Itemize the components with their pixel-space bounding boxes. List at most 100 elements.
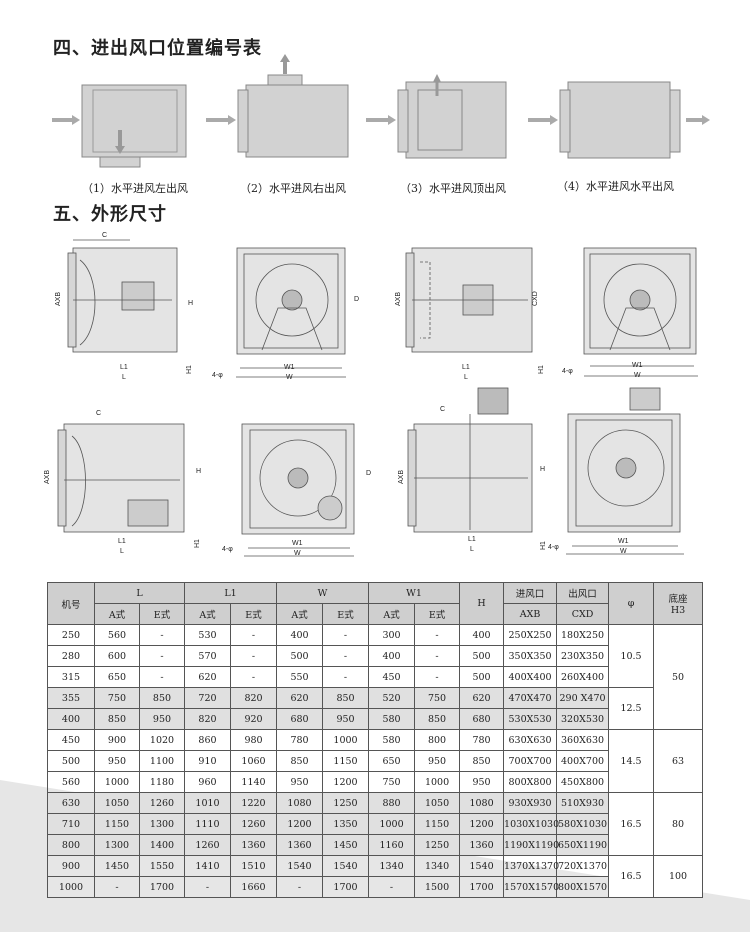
table-cell: 580X1030	[556, 813, 610, 835]
front-view-4	[566, 387, 684, 555]
table-cell: 1200	[459, 813, 505, 835]
dim-w1-3: W1	[292, 540, 303, 547]
table-cell: 850	[322, 687, 370, 709]
table-cell: 1190X1190	[503, 834, 559, 856]
table-cell: 1250	[322, 792, 370, 814]
table-cell: -	[94, 876, 140, 898]
dim-l1-4: L1	[468, 536, 476, 543]
side-view-a2	[57, 423, 185, 533]
table-cell: 1500	[414, 876, 461, 898]
dim-h1-4: H1	[540, 541, 547, 550]
table-cell: 1700	[459, 876, 505, 898]
th-l-e: E式	[139, 603, 185, 625]
table-cell: 500	[459, 666, 505, 688]
table-cell: 180X250	[556, 624, 610, 646]
th-base-h3: H3	[670, 605, 686, 616]
table-cell: -	[414, 645, 461, 667]
table-cell: 315	[47, 666, 95, 688]
table-cell: 1180	[139, 771, 185, 793]
table-cell: 1700	[322, 876, 370, 898]
table-cell: 1140	[229, 771, 278, 793]
table-cell: 1050	[94, 792, 140, 814]
table-cell: 1260	[139, 792, 185, 814]
table-cell: 800	[414, 729, 461, 751]
dim-phi-1: 4-φ	[212, 372, 223, 379]
table-cell: 1100	[139, 750, 185, 772]
arrangement-3-caption: （3）水平进风顶出风	[400, 182, 506, 195]
table-cell: 950	[322, 708, 370, 730]
table-cell: 320X530	[556, 708, 610, 730]
dim-w1-2: W1	[632, 362, 643, 369]
table-cell: 950	[139, 708, 185, 730]
table-cell: 550	[276, 666, 324, 688]
dim-h-2: H	[196, 468, 202, 475]
table-cell: 960	[184, 771, 231, 793]
table-cell: 400	[368, 645, 416, 667]
dim-l1-3: L1	[118, 538, 126, 545]
dim-axb-2: AXB	[395, 291, 402, 306]
dim-w-1: W	[286, 374, 293, 381]
arrangement-2-caption: （2）水平进风右出风	[240, 182, 346, 195]
table-cell: 1540	[276, 855, 324, 877]
table-cell: 750	[368, 771, 416, 793]
table-cell: 720X1370	[556, 855, 610, 877]
table-cell: 1410	[184, 855, 231, 877]
table-cell: 600	[94, 645, 140, 667]
table-cell: 1360	[459, 834, 505, 856]
table-cell: 280	[47, 645, 95, 667]
table-cell: 1150	[414, 813, 461, 835]
th-inlet: 进风口	[503, 582, 558, 604]
table-cell: 500	[459, 645, 505, 667]
th-w-e: E式	[322, 603, 370, 625]
th-w1: W1	[368, 582, 461, 604]
th-axb: AXB	[503, 603, 558, 625]
table-cell: 900	[94, 729, 140, 751]
table-cell: 950	[276, 771, 324, 793]
table-cell: 920	[229, 708, 278, 730]
table-cell: 1340	[368, 855, 416, 877]
section-5-title: 五、外形尺寸	[53, 204, 167, 225]
table-cell: 800X1570	[556, 876, 610, 898]
section-4-title: 四、进出风口位置编号表	[53, 38, 262, 59]
th-l1-e: E式	[229, 603, 278, 625]
table-cell: -	[229, 645, 278, 667]
th-w1-e: E式	[414, 603, 461, 625]
table-cell: 680	[459, 708, 505, 730]
table-cell: 800	[47, 834, 95, 856]
table-cell: 650	[368, 750, 416, 772]
table-cell: -	[368, 876, 416, 898]
table-cell: 400	[47, 708, 95, 730]
table-cell: 710	[47, 813, 95, 835]
side-view-e2	[407, 387, 533, 533]
dim-axb-1: AXB	[55, 291, 62, 306]
table-cell: 400X400	[503, 666, 558, 688]
table-cell: 250	[47, 624, 95, 646]
table-cell: 1010	[184, 792, 231, 814]
dim-l-4: L	[470, 546, 474, 553]
table-cell: 400X700	[556, 750, 610, 772]
dim-w-2: W	[634, 372, 641, 379]
table-cell: 630	[47, 792, 95, 814]
dim-cxd-1: CXD	[532, 291, 539, 306]
table-cell: 930X930	[503, 792, 558, 814]
table-cell: 260X400	[556, 666, 610, 688]
table-cell: 450	[368, 666, 416, 688]
table-cell: 1400	[139, 834, 185, 856]
table-cell: 1300	[139, 813, 185, 835]
dim-h1-2: H1	[538, 365, 545, 374]
dim-axb-3: AXB	[44, 469, 51, 484]
side-view-e1	[405, 247, 533, 353]
dim-phi-4: 4-φ	[548, 544, 559, 551]
table-cell: 290 X470	[556, 687, 610, 709]
table-cell: 1250	[414, 834, 461, 856]
table-cell: 700X700	[503, 750, 558, 772]
dim-h-1: H	[188, 300, 194, 307]
th-w-a: A式	[276, 603, 324, 625]
